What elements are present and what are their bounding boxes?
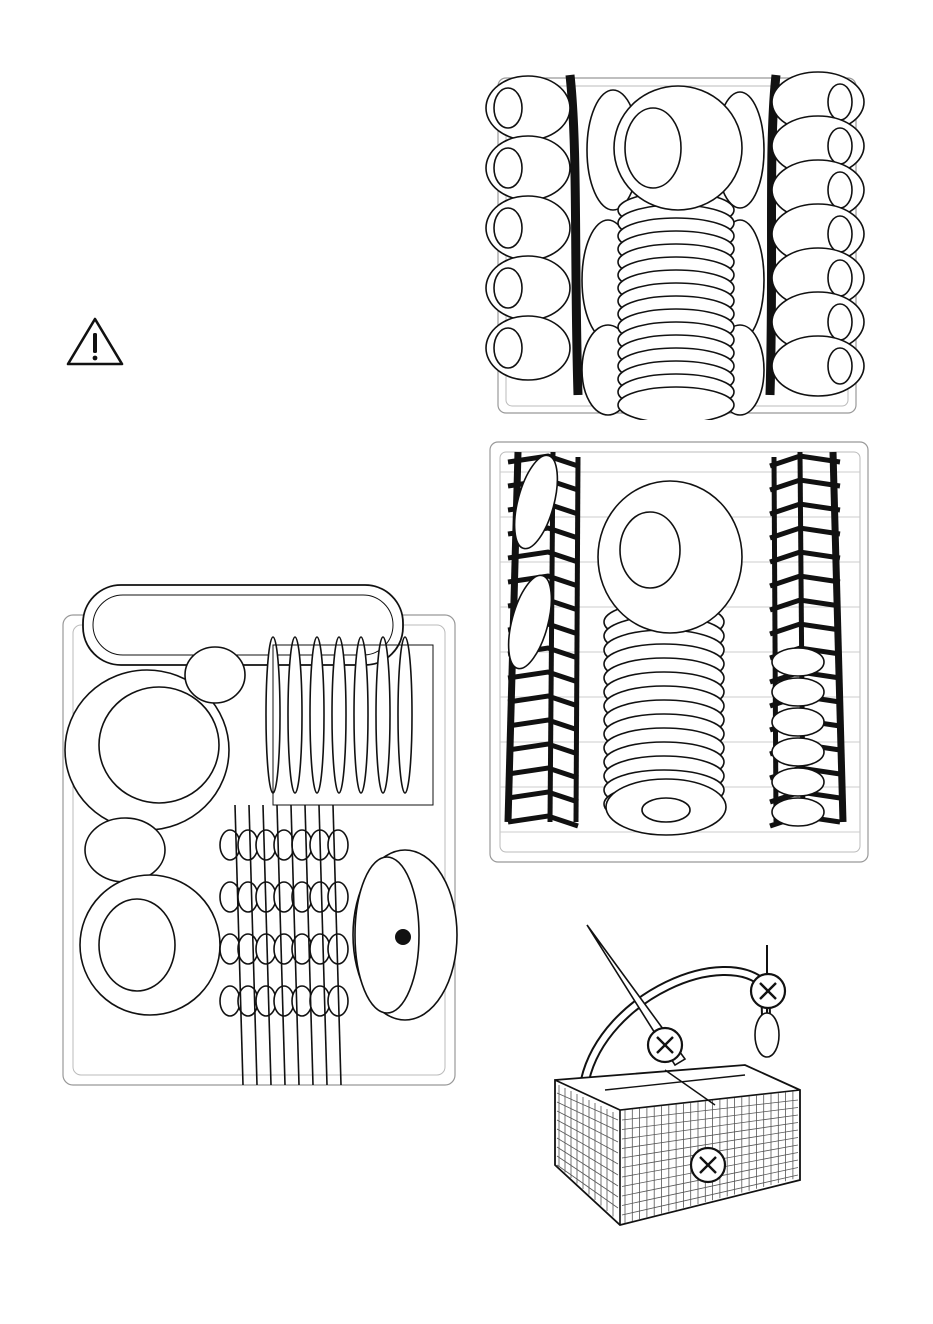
vertical-plate: [398, 637, 412, 793]
cutlery-item: [256, 830, 276, 860]
lower-rack-full-load-illustration: [55, 575, 460, 1095]
plate-center: [99, 899, 175, 991]
bowl-right: [772, 708, 824, 736]
cutlery-item: [274, 934, 294, 964]
cup-rim-right: [828, 172, 852, 208]
cutlery-item: [310, 882, 330, 912]
cutlery-item: [310, 934, 330, 964]
bowl-right: [772, 738, 824, 766]
large-plate-well: [99, 687, 219, 803]
tine-right: [770, 480, 840, 490]
cutlery-item: [328, 830, 348, 860]
vertical-plate: [288, 637, 302, 793]
cutlery-item: [238, 882, 258, 912]
cup-rim-left: [494, 148, 522, 188]
tine-left: [508, 768, 578, 778]
cutlery-item: [274, 830, 294, 860]
lower-rack-illustration: [478, 432, 873, 867]
cup-rim-right: [828, 128, 852, 164]
tine-right: [770, 576, 840, 586]
tine-left: [508, 744, 578, 754]
bowl: [85, 818, 165, 882]
tine-right: [770, 504, 840, 514]
cutlery-item: [274, 986, 294, 1016]
cutlery-item: [256, 934, 276, 964]
tine-left: [508, 672, 578, 682]
bowl-right: [772, 768, 824, 796]
cup-rim-right: [828, 84, 852, 120]
upper-rack-illustration: [478, 60, 868, 420]
cutlery-basket-illustration: [545, 915, 815, 1235]
warning-icon: [64, 314, 126, 370]
tine-left: [508, 720, 578, 730]
tine-strip-left: [570, 75, 578, 395]
serving-dish: [83, 585, 403, 665]
bowl-right: [772, 648, 824, 676]
tine-right: [770, 600, 840, 610]
cutlery-item: [292, 986, 312, 1016]
tine-right: [770, 552, 840, 562]
cup-rim-right: [828, 348, 852, 384]
tine-right: [770, 624, 840, 634]
cutlery-item: [274, 882, 294, 912]
small-bowl: [185, 647, 245, 703]
stacked-plate: [618, 387, 734, 420]
cutlery-item: [310, 986, 330, 1016]
cutlery-item: [292, 882, 312, 912]
plate-center: [620, 512, 680, 588]
tine-rail-left: [576, 457, 578, 822]
tine-rail-right: [833, 452, 843, 822]
cutlery-item: [238, 934, 258, 964]
bowl-right: [772, 678, 824, 706]
cup-rim-left: [494, 268, 522, 308]
tine-right: [770, 456, 840, 466]
cup-rim-right: [828, 304, 852, 340]
cutlery-item: [220, 986, 240, 1016]
vertical-plate: [310, 637, 324, 793]
cup-rim-left: [494, 208, 522, 248]
tine-left: [508, 816, 578, 826]
spoon-bowl: [755, 1013, 779, 1057]
bowl-right: [772, 798, 824, 826]
vertical-plate: [376, 637, 390, 793]
cutlery-item: [256, 986, 276, 1016]
plate-bottom-center: [642, 798, 690, 822]
tine-right: [770, 528, 840, 538]
cup-rim-right: [828, 216, 852, 252]
cup-rim-left: [494, 328, 522, 368]
cutlery-item: [220, 934, 240, 964]
vertical-plate: [354, 637, 368, 793]
cup-rim-left: [494, 88, 522, 128]
vertical-plate: [332, 637, 346, 793]
cup-rim-right: [828, 260, 852, 296]
plate-center: [625, 108, 681, 188]
cutlery-item: [238, 830, 258, 860]
pot-knob: [395, 929, 411, 945]
basket-body: [555, 1065, 800, 1225]
tine-rail-right: [774, 457, 776, 822]
cutlery-item: [292, 830, 312, 860]
cutlery-item: [328, 882, 348, 912]
tine-left: [508, 792, 578, 802]
